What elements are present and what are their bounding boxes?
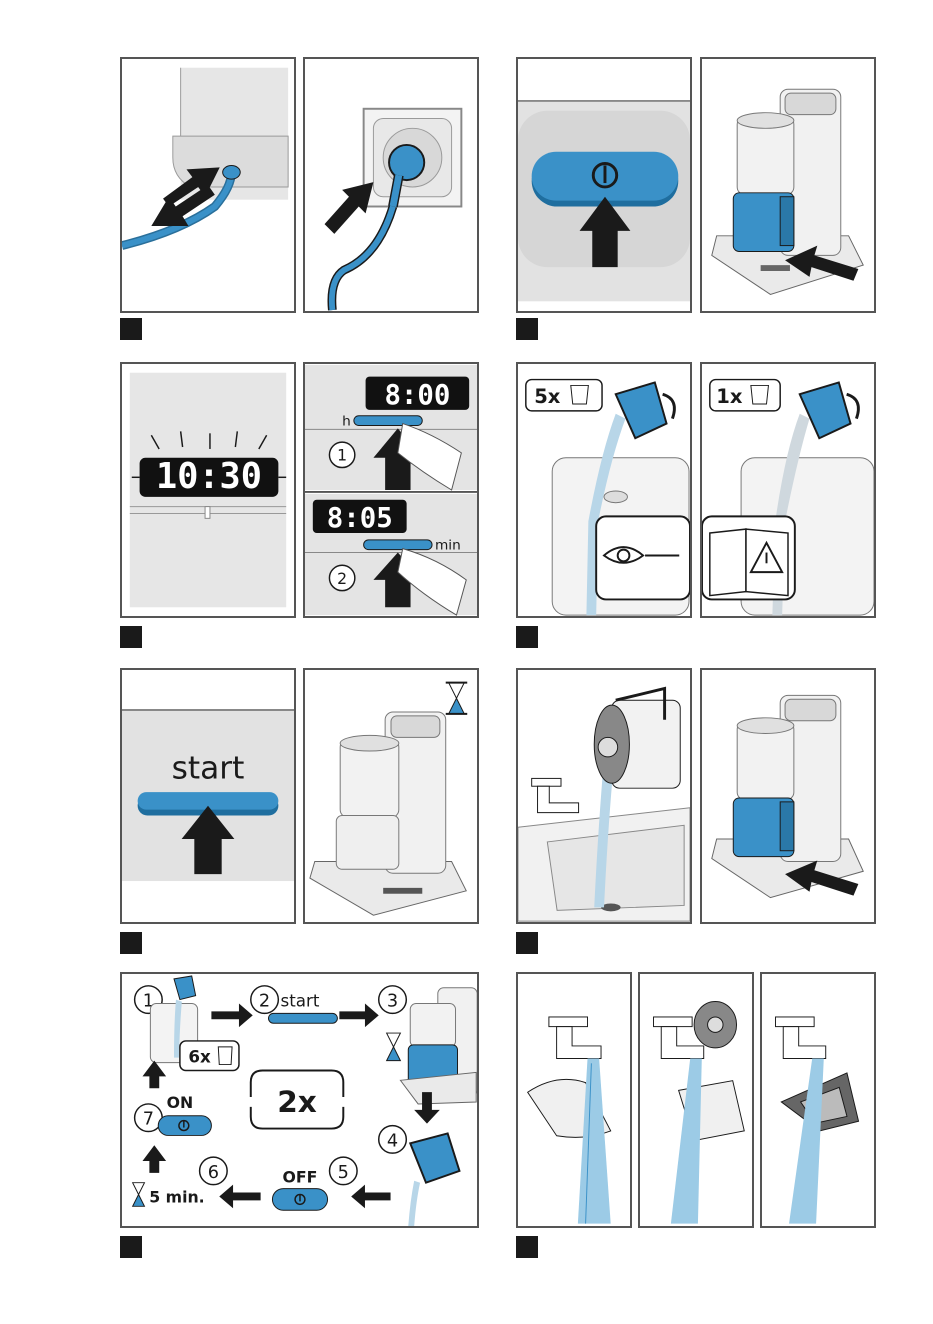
hourglass-icon [133,1183,145,1207]
panel-reinsert-carafe [700,668,876,924]
pitcher-icon [616,383,675,439]
cycle-step-2: 2 [259,991,270,1011]
faucet-icon [549,1017,601,1059]
panel-fill-water-5x: 5x [516,362,692,618]
step-marker-1 [120,318,142,340]
panel-power-button [516,57,692,313]
svg-text:min: min [435,538,461,554]
panel-start-button: start [120,668,296,924]
cycle-step-5: 5 [338,1163,349,1183]
cups-6x: 6x [188,1047,211,1067]
step-marker-6 [516,932,538,954]
panel-set-time: 8:00 h 1 8:05 min 2 [303,362,479,618]
faucet-icon [532,778,579,812]
svg-text:8:00: 8:00 [384,380,450,411]
cup-icon [218,1047,232,1065]
panel-rinse-kettle [638,972,754,1228]
badge-1x: 1x [716,385,743,408]
step-marker-4 [516,626,538,648]
repeat-2x: 2x [277,1085,317,1119]
svg-text:ON: ON [167,1093,194,1112]
step-marker-7 [120,1236,142,1258]
panel-rinse-carafe [516,972,632,1228]
svg-text:2: 2 [337,569,347,588]
wait-label: 5 min. [149,1187,204,1206]
arrow-icon [325,182,374,234]
cycle-step-3: 3 [387,991,398,1011]
badge-5x: 5x [534,385,561,408]
svg-text:OFF: OFF [283,1168,318,1187]
book-warning-icon [710,529,788,595]
cup-icon [571,385,589,404]
cup-icon [751,385,769,404]
svg-text:h: h [342,414,351,430]
step-marker-8 [516,1236,538,1258]
panel-plug-socket [303,57,479,313]
panel-brewing [303,668,479,924]
panel-fill-water-1x: 1x [700,362,876,618]
panel-rinse-filter [760,972,876,1228]
cycle-step-7: 7 [143,1110,154,1130]
hourglass-icon [446,683,468,714]
kettle-icon [594,689,680,789]
step-marker-3 [120,626,142,648]
step-marker-5 [120,932,142,954]
cycle-step-4: 4 [387,1131,398,1151]
panel-empty-carafe [516,668,692,924]
svg-text:1: 1 [337,446,347,465]
panel-clock-display: 10:30 [120,362,296,618]
step-marker-2 [516,318,538,340]
panel-descaling-cycle: 1 6x 2 start 3 [120,972,479,1228]
start-label: start [172,750,245,786]
svg-text:8:05: 8:05 [327,503,393,534]
panel-insert-carafe [700,57,876,313]
hourglass-icon [387,1033,401,1061]
svg-text:start: start [281,990,320,1010]
cycle-step-6: 6 [208,1163,219,1183]
clock-time-text: 10:30 [156,456,262,497]
panel-cable-insert [120,57,296,313]
